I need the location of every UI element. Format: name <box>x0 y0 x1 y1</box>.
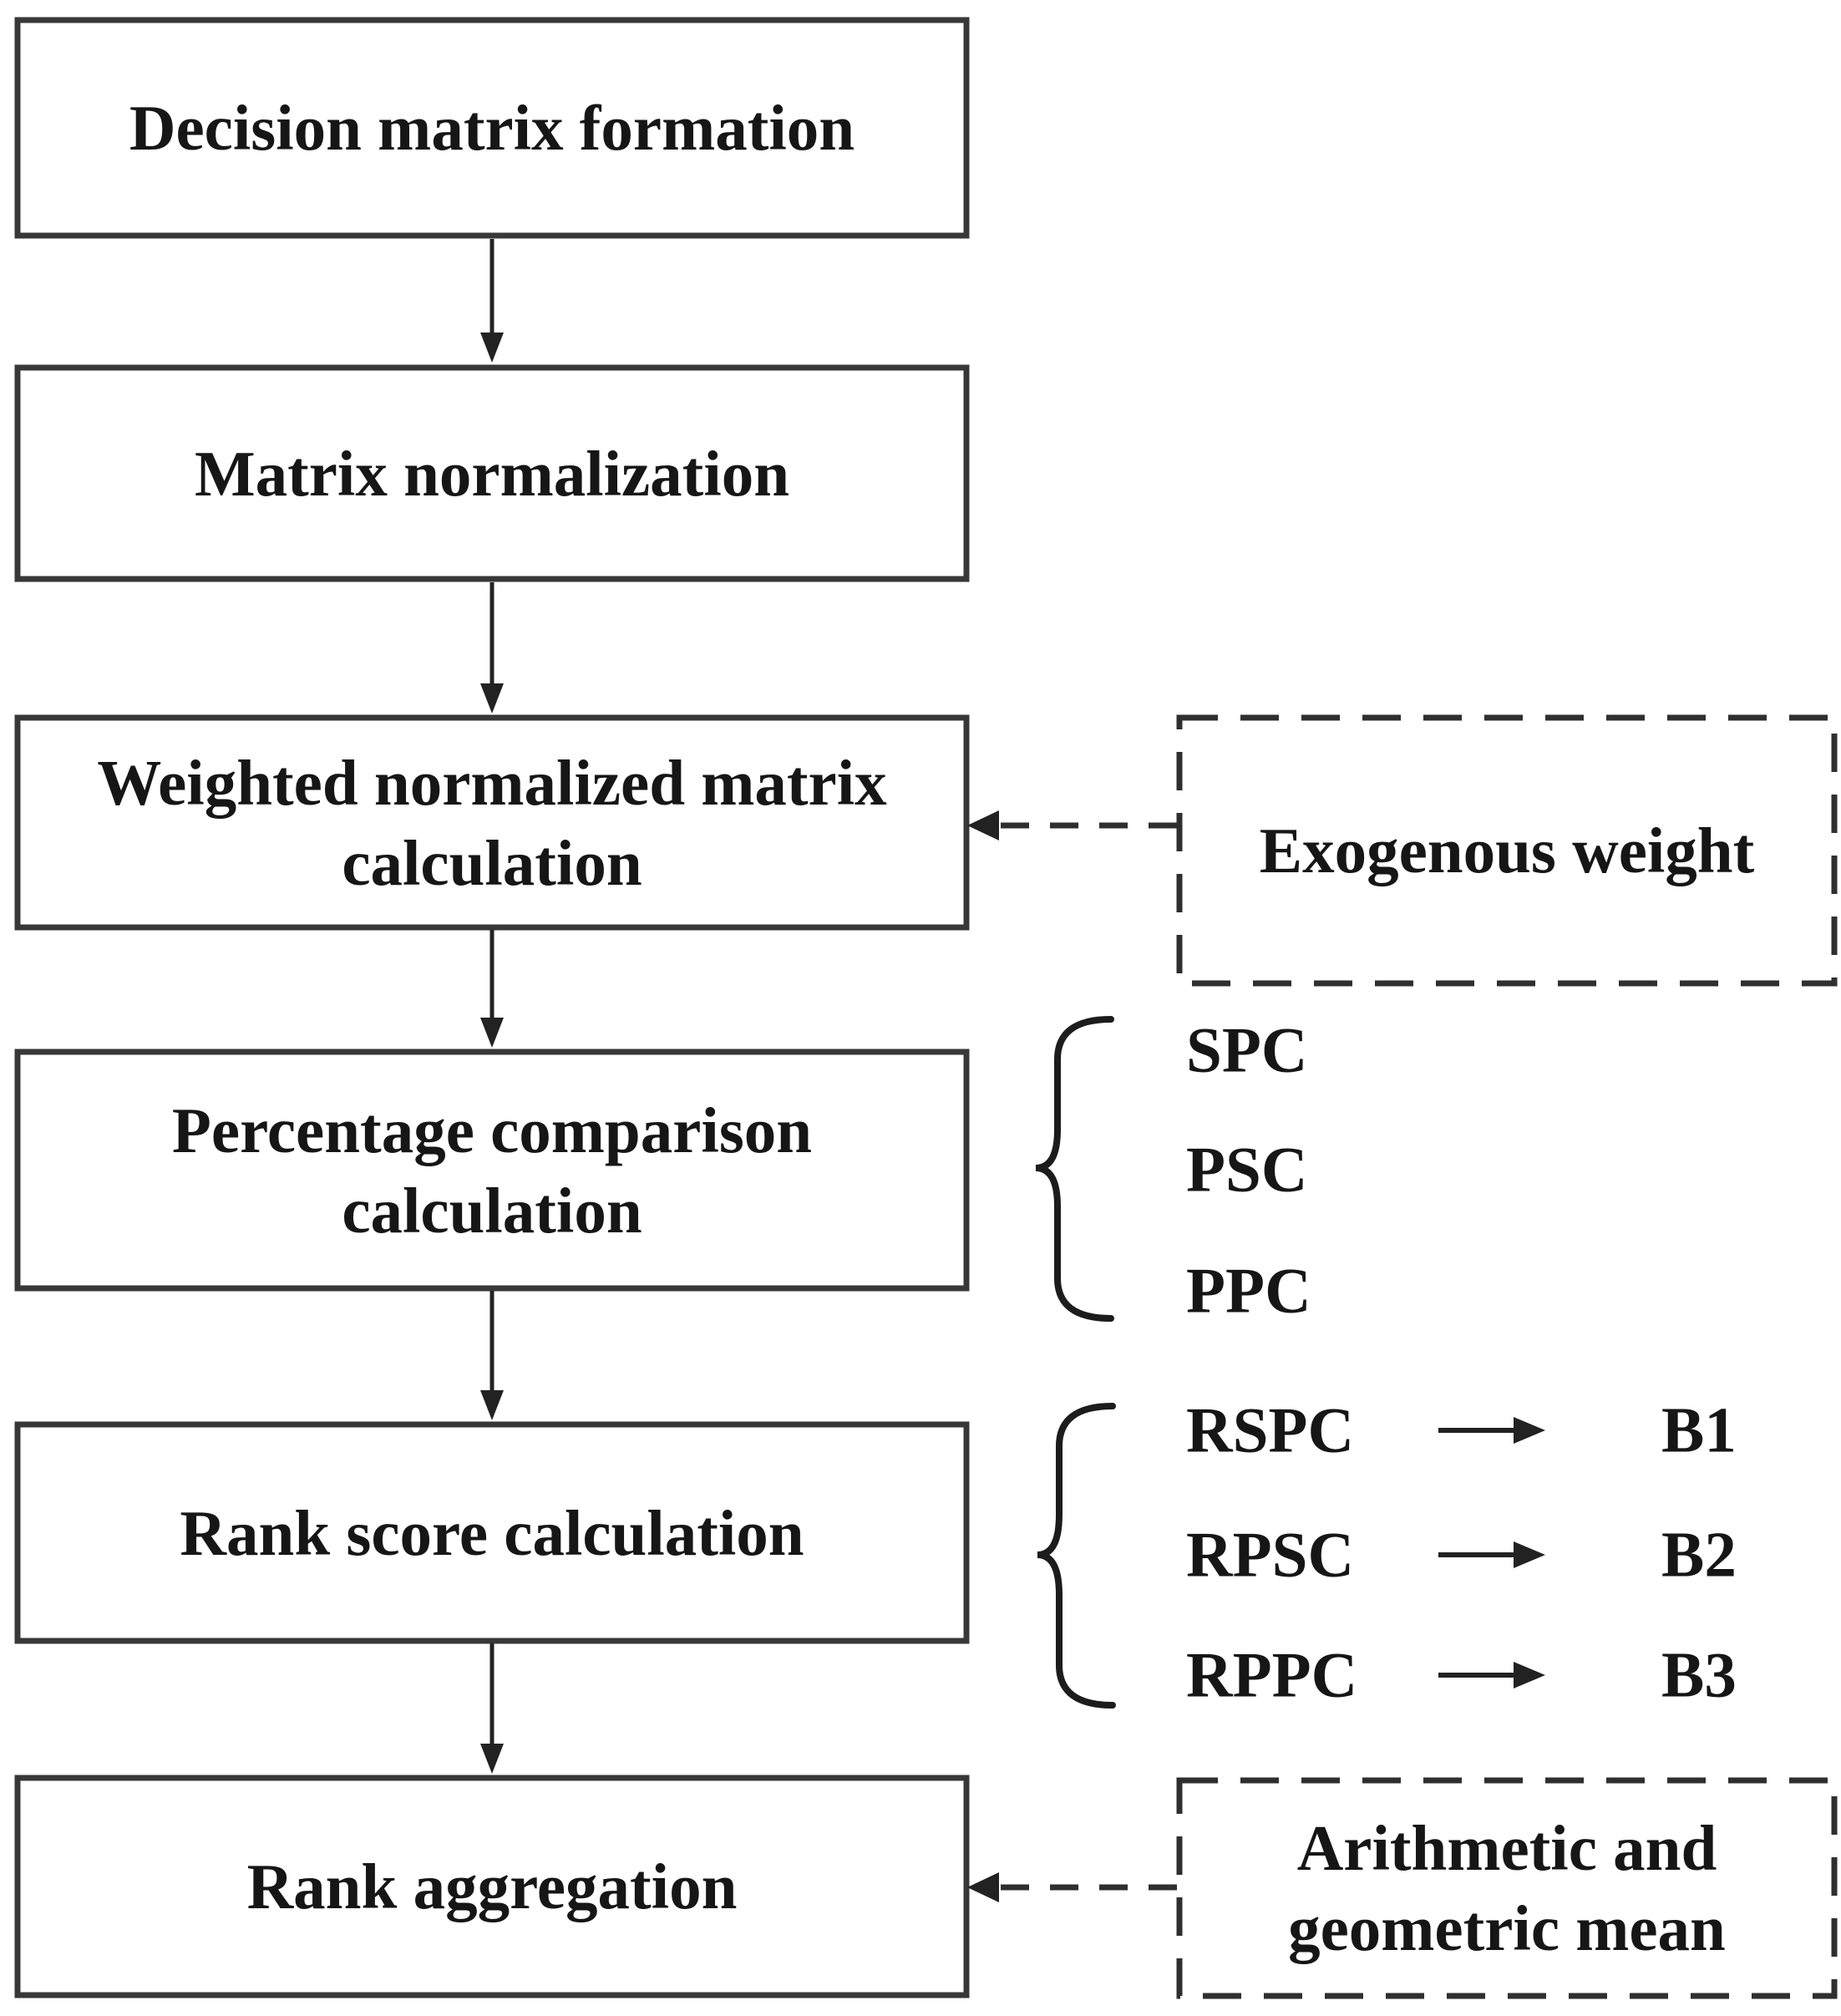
map-arrow-rpsc-b2 <box>1438 1541 1545 1568</box>
label-rpsc: RPSC <box>1186 1518 1355 1591</box>
arrow-head-left-icon <box>967 1872 999 1902</box>
flow-box-label: Rank score calculation <box>180 1496 804 1569</box>
map-arrow-rspc-b1 <box>1438 1417 1545 1444</box>
dashed-arrow-exogenous-weight <box>967 810 1177 840</box>
flow-box-rect-weighted-normalized-matrix <box>14 714 970 931</box>
left-brace-comparison-icon <box>1035 1016 1114 1322</box>
flow-box-decision-matrix-formation: Decision matrix formation <box>15 18 969 237</box>
dashed-box-rect-arithmetic-geometric-mean <box>1176 1777 1838 1999</box>
flow-box-weighted-normalized-matrix: Weighted normalized matrix calculation <box>15 715 969 930</box>
flow-box-rect-rank-aggregation <box>14 1775 970 1998</box>
arrow-head-down-icon <box>480 1744 504 1774</box>
flow-box-label: Rank aggregation <box>246 1851 738 1922</box>
arrow-head-down-icon <box>480 1018 504 1048</box>
left-brace-rank-icon <box>1037 1403 1116 1709</box>
flow-box-label-line2: calculation <box>342 826 642 899</box>
arrow-head-right-icon <box>1514 1417 1545 1444</box>
flow-arrow-2 <box>480 582 504 713</box>
flow-box-percentage-comparison: Percentage comparison calculation <box>15 1049 969 1291</box>
dashed-box-label: Exogenous weight <box>1259 815 1755 886</box>
flow-box-rect-decision-matrix-formation <box>14 17 970 239</box>
dashed-box-rect-exogenous-weight <box>1176 714 1838 987</box>
arrow-head-down-icon <box>480 1390 504 1420</box>
flow-box-label-line1: Percentage comparison <box>171 1094 813 1166</box>
label-spc: SPC <box>1186 1013 1308 1086</box>
arrow-head-right-icon <box>1514 1662 1545 1688</box>
flow-box-rank-aggregation: Rank aggregation <box>15 1775 969 1998</box>
label-b1: B1 <box>1661 1394 1737 1466</box>
flow-box-label-line2: calculation <box>342 1174 642 1247</box>
flow-arrow-3 <box>480 930 504 1048</box>
dashed-arrow-arithmetic-geometric-mean <box>967 1872 1177 1902</box>
flow-arrow-4 <box>480 1291 504 1420</box>
label-rspc: RSPC <box>1186 1394 1355 1466</box>
label-ppc: PPC <box>1186 1254 1311 1327</box>
flow-box-rank-score-calculation: Rank score calculation <box>15 1422 969 1643</box>
arrow-head-left-icon <box>967 810 999 840</box>
arrow-head-right-icon <box>1514 1541 1545 1568</box>
dashed-box-label-line1: Arithmetic and <box>1296 1812 1717 1884</box>
arrow-head-down-icon <box>480 683 504 713</box>
label-rppc: RPPC <box>1186 1638 1358 1711</box>
dashed-box-arithmetic-geometric-mean: Arithmetic and geometric mean <box>1177 1778 1837 1998</box>
flow-box-rect-matrix-normalization <box>14 364 970 582</box>
flow-box-matrix-normalization: Matrix normalization <box>15 365 969 581</box>
flow-box-label: Decision matrix formation <box>129 91 855 164</box>
flow-box-label-line1: Weighted normalized matrix <box>97 746 887 819</box>
flow-box-rect-percentage-comparison <box>14 1049 970 1292</box>
flow-box-label: Matrix normalization <box>194 437 790 510</box>
label-b3: B3 <box>1661 1638 1737 1711</box>
dashed-box-label-line2: geometric mean <box>1288 1892 1726 1964</box>
flow-arrow-5 <box>480 1643 504 1774</box>
label-b2: B2 <box>1661 1518 1737 1591</box>
map-arrow-rppc-b3 <box>1438 1662 1545 1688</box>
flow-arrow-1 <box>480 239 504 363</box>
arrow-head-down-icon <box>480 333 504 363</box>
dashed-box-exogenous-weight: Exogenous weight <box>1177 715 1837 986</box>
label-psc: PSC <box>1186 1133 1308 1206</box>
flow-box-rect-rank-score-calculation <box>14 1421 970 1644</box>
